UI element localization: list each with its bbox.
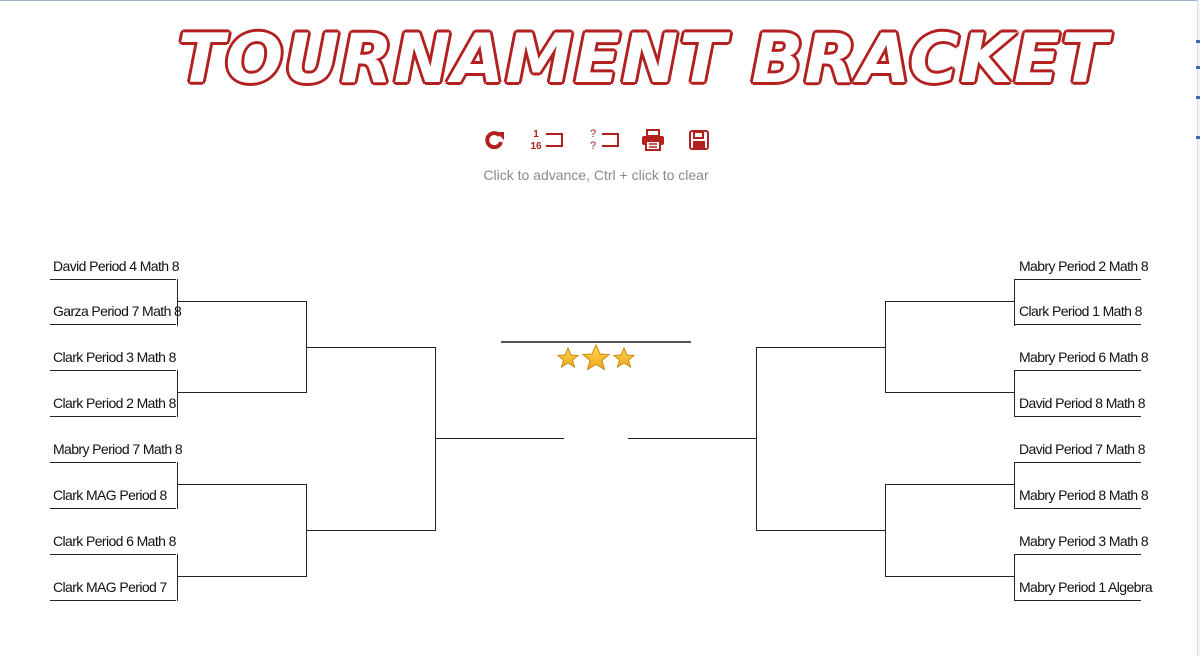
- team-slot-right-3[interactable]: Mabry Period 6 Math 8: [1015, 347, 1149, 371]
- bracket-connector: [1014, 554, 1015, 601]
- edge-marker: [1196, 66, 1200, 69]
- random-bottom-label: ?: [590, 140, 596, 152]
- bracket-connector: [1014, 279, 1015, 326]
- team-slot-right-6[interactable]: Mabry Period 8 Math 8: [1015, 485, 1149, 509]
- redo-arrow-icon: [485, 131, 504, 150]
- final-slot-left[interactable]: [436, 438, 564, 439]
- semifinal-slot-right-2[interactable]: [757, 530, 886, 531]
- random-top-label: ?: [590, 128, 596, 140]
- page-title: TOURNAMENT BRACKET: [178, 20, 1109, 99]
- scrollbar-edge[interactable]: [1197, 0, 1200, 656]
- round2-slot-right-2[interactable]: [886, 392, 1015, 393]
- bracket-connector: [306, 484, 307, 577]
- round2-slot-left-4[interactable]: [178, 576, 307, 577]
- team-slot-left-3[interactable]: Clark Period 3 Math 8: [50, 347, 176, 371]
- team-slot-left-1[interactable]: David Period 4 Math 8: [50, 256, 180, 280]
- seed-top-label: 1: [533, 129, 539, 140]
- team-slot-left-8[interactable]: Clark MAG Period 7: [50, 577, 176, 601]
- round2-slot-left-2[interactable]: [178, 392, 307, 393]
- team-slot-left-4[interactable]: Clark Period 2 Math 8: [50, 393, 176, 417]
- round2-slot-right-4[interactable]: [886, 576, 1015, 577]
- semifinal-slot-left-2[interactable]: [307, 530, 436, 531]
- team-slot-right-2[interactable]: Clark Period 1 Math 8: [1015, 301, 1142, 325]
- star-icon: [612, 346, 636, 369]
- bracket-connector: [885, 301, 886, 393]
- reset-button[interactable]: [480, 124, 510, 156]
- bracket-connector: [435, 347, 436, 531]
- team-slot-right-7[interactable]: Mabry Period 3 Math 8: [1015, 531, 1149, 555]
- edge-marker: [1196, 96, 1200, 99]
- bracket-connector: [177, 279, 178, 326]
- round2-slot-right-1[interactable]: [886, 301, 1015, 302]
- star-icon: [581, 343, 611, 371]
- bracket-connector: [177, 554, 178, 601]
- edge-marker: [1196, 40, 1200, 43]
- printer-icon: [642, 129, 664, 151]
- round2-slot-left-1[interactable]: [178, 301, 307, 302]
- instruction-text: Click to advance, Ctrl + click to clear: [483, 167, 709, 183]
- bracket-connector: [1014, 370, 1015, 417]
- floppy-disk-icon: [689, 130, 709, 150]
- star-icon: [556, 346, 580, 369]
- team-slot-right-8[interactable]: Mabry Period 1 Algebra: [1015, 577, 1153, 601]
- question-random-icon: ? ?: [590, 128, 619, 152]
- bracket-connector: [306, 301, 307, 393]
- team-slot-right-1[interactable]: Mabry Period 2 Math 8: [1015, 256, 1149, 280]
- team-slot-left-2[interactable]: Garza Period 7 Math 8: [50, 301, 182, 325]
- seed-number-icon: 1 16: [530, 129, 563, 152]
- window-top-border: [0, 0, 1200, 1]
- round2-slot-right-3[interactable]: [886, 484, 1015, 485]
- semifinal-slot-right-1[interactable]: [757, 347, 886, 348]
- bracket-connector: [177, 462, 178, 509]
- round2-slot-left-3[interactable]: [178, 484, 307, 485]
- bracket-connector: [177, 370, 178, 417]
- final-slot-right[interactable]: [628, 438, 757, 439]
- save-button[interactable]: [686, 124, 712, 156]
- print-button[interactable]: [638, 124, 668, 156]
- semifinal-slot-left-1[interactable]: [307, 347, 436, 348]
- bracket-connector: [756, 347, 757, 531]
- edge-marker: [1196, 136, 1200, 139]
- team-slot-left-5[interactable]: Mabry Period 7 Math 8: [50, 439, 183, 463]
- team-slot-right-4[interactable]: David Period 8 Math 8: [1015, 393, 1146, 417]
- seed-bottom-label: 16: [530, 141, 542, 152]
- bracket-connector: [1014, 462, 1015, 509]
- rating-stars: [556, 343, 636, 371]
- team-slot-right-5[interactable]: David Period 7 Math 8: [1015, 439, 1146, 463]
- champion-slot[interactable]: [501, 341, 691, 343]
- team-slot-left-7[interactable]: Clark Period 6 Math 8: [50, 531, 176, 555]
- bracket-connector: [885, 484, 886, 577]
- seeded-button[interactable]: 1 16: [526, 124, 568, 156]
- team-slot-left-6[interactable]: Clark MAG Period 8: [50, 485, 176, 509]
- random-seed-button[interactable]: ? ?: [584, 124, 624, 156]
